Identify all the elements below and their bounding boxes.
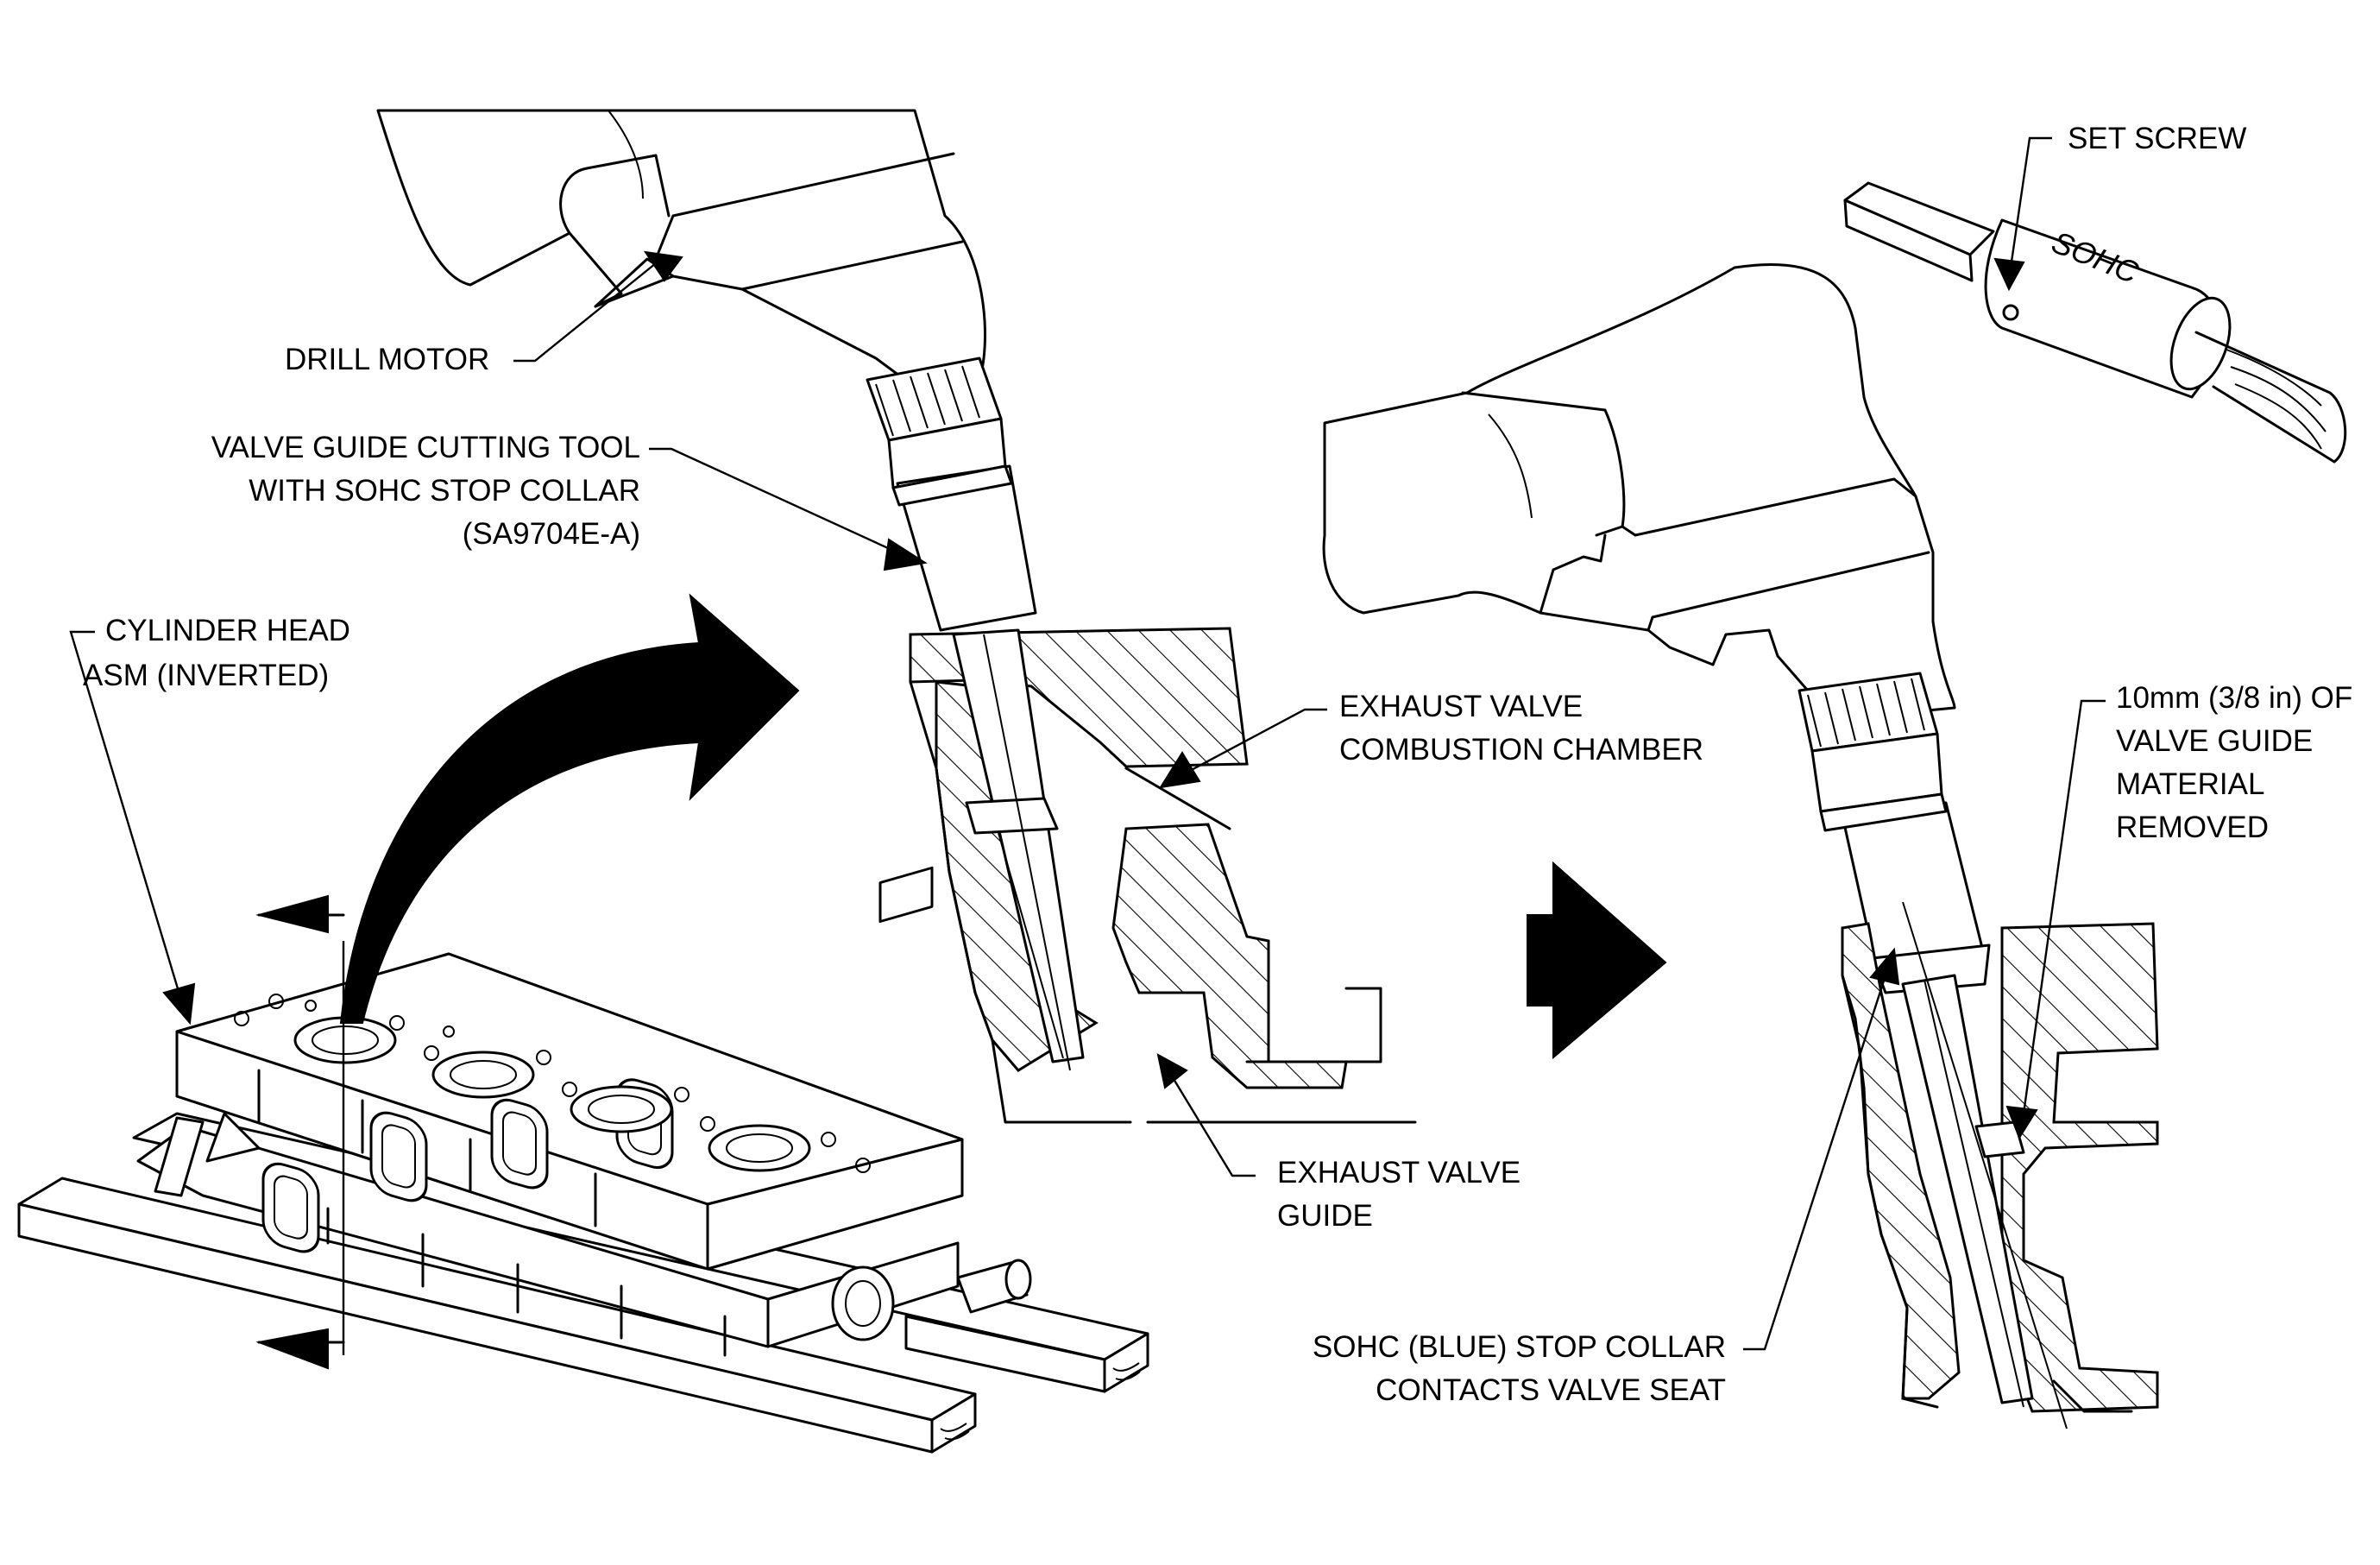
label-cutting-tool-line-3: (SA9704E-A): [463, 517, 640, 551]
label-cylinder-head-line-2: ASM (INVERTED): [83, 659, 329, 692]
label-exhaust-guide-line-2: GUIDE: [1277, 1199, 1373, 1233]
label-cutting-tool-line-2: WITH SOHC STOP COLLAR: [249, 474, 640, 508]
label-exhaust-guide-line-1: EXHAUST VALVE: [1277, 1156, 1521, 1190]
drill-motor-step-two: [1322, 263, 2159, 1429]
label-material-removed-line-1: 10mm (3/8 in) OF: [2116, 681, 2352, 715]
right-arrow-icon: [1527, 861, 1667, 1060]
drill-motor-step-one: [376, 109, 1417, 1124]
label-exhaust-chamber-line-1: EXHAUST VALVE: [1339, 690, 1583, 723]
label-stop-collar-contact-line-1: SOHC (BLUE) STOP COLLAR: [1313, 1330, 1726, 1364]
label-cutting-tool-line-1: VALVE GUIDE CUTTING TOOL: [211, 431, 640, 464]
cylinder-head-body: [136, 866, 1032, 1357]
callout-labels: DRILL MOTOR VALVE GUIDE CUTTING TOOL WIT…: [83, 122, 2352, 1407]
label-drill-motor: DRILL MOTOR: [285, 343, 489, 376]
label-cylinder-head-line-1: CYLINDER HEAD: [105, 614, 350, 647]
stop-collar-detail: SOHC: [1843, 181, 2347, 464]
curved-arrow-icon: [339, 593, 800, 1024]
cylinder-head-assembly: [17, 593, 1149, 1454]
label-material-removed-line-3: MATERIAL: [2116, 767, 2264, 801]
label-exhaust-chamber-line-2: COMBUSTION CHAMBER: [1339, 733, 1703, 767]
label-stop-collar-contact-line-2: CONTACTS VALVE SEAT: [1376, 1373, 1726, 1407]
cylinder-head-section-contact: [1841, 901, 2159, 1429]
label-set-screw: SET SCREW: [2068, 122, 2246, 155]
label-material-removed-line-4: REMOVED: [2116, 811, 2269, 844]
leader-lines: [69, 136, 2106, 1351]
cylinder-head-section: [909, 627, 1417, 1124]
wood-block-front: [17, 1177, 977, 1454]
label-material-removed-line-2: VALVE GUIDE: [2116, 724, 2313, 758]
